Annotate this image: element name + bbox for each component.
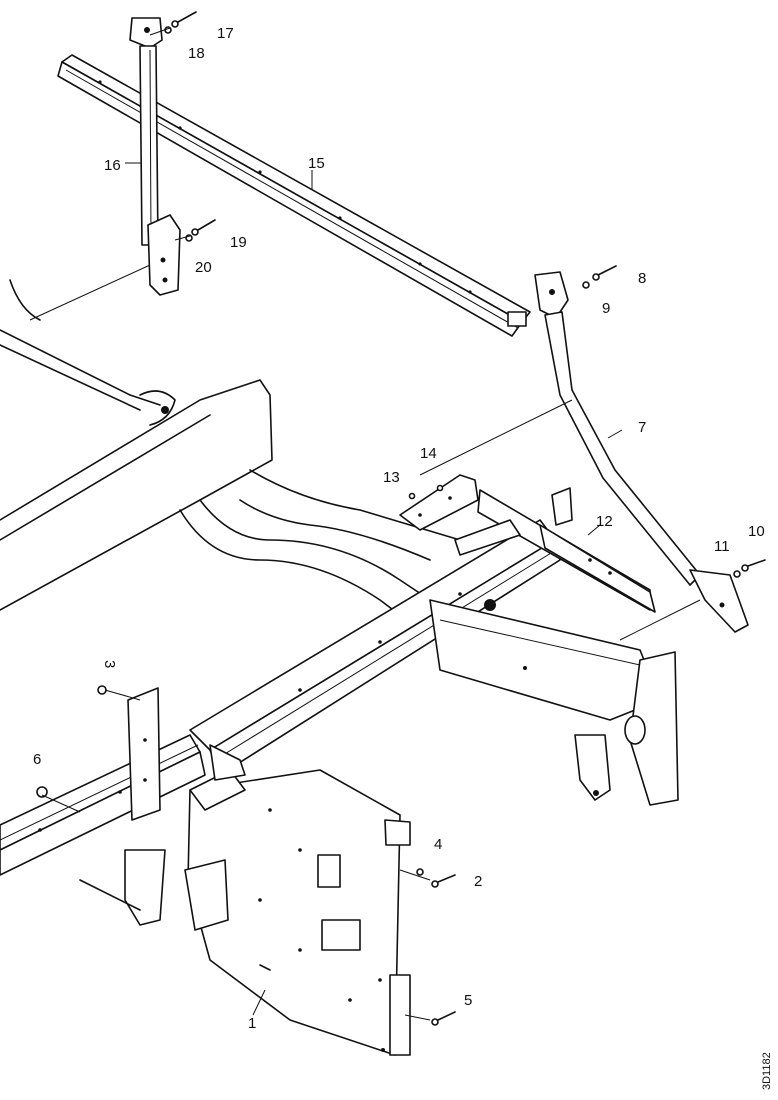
upper-crossbar-part-15 (57, 54, 531, 337)
mounting-plate-part-1 (184, 744, 411, 1056)
callout-5: 5 (464, 992, 472, 1009)
callout-16: 16 (104, 157, 121, 174)
callout-12: 12 (596, 513, 613, 530)
callout-2: 2 (474, 873, 482, 890)
callout-13: 13 (383, 469, 400, 486)
callout-17: 17 (217, 25, 234, 42)
callout-7: 7 (638, 419, 646, 436)
callout-15: 15 (308, 155, 325, 172)
bracket-rail-part-12 (399, 474, 656, 613)
callout-20: 20 (195, 259, 212, 276)
drawing-reference-code: 3D1182 (761, 1052, 773, 1090)
callout-11: 11 (714, 538, 730, 555)
callout-14: 14 (420, 445, 437, 462)
callout-8: 8 (638, 270, 646, 287)
main-frame-rail (189, 519, 679, 806)
assembly-center-lines (29, 27, 701, 1021)
callout-19: 19 (230, 234, 247, 251)
callout-1: 1 (248, 1015, 256, 1032)
callout-6: 6 (33, 751, 41, 768)
callout-18: 18 (188, 45, 205, 62)
callout-4: 4 (434, 836, 442, 853)
callout-10: 10 (748, 523, 765, 540)
callout-9: 9 (602, 300, 610, 317)
callout-3: 3 (101, 660, 118, 668)
diagonal-strut-part-7 (534, 271, 749, 633)
lower-left-rail (0, 687, 206, 926)
fasteners (36, 11, 766, 1026)
vertical-post-part-16 (129, 17, 181, 296)
callout-labels: 1 2 3 4 5 6 7 8 9 10 11 12 13 14 15 16 1… (33, 25, 765, 1032)
left-frame-rail (0, 279, 273, 611)
callout-leaders (125, 162, 623, 1016)
